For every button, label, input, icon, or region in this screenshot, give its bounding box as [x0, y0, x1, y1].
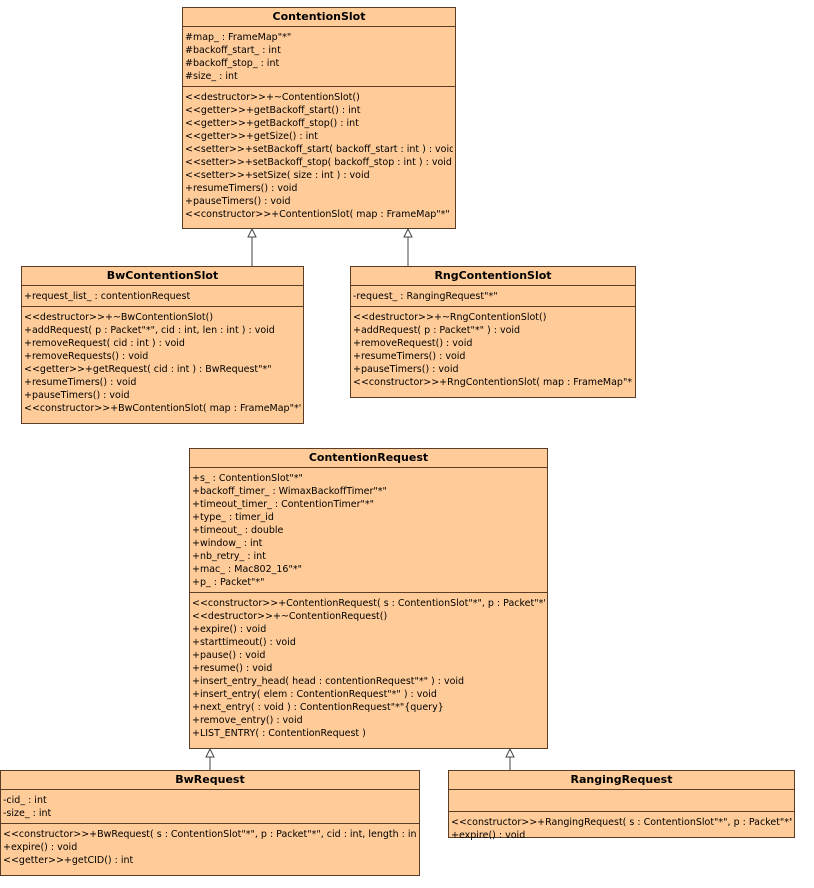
method-line: <<destructor>>+~RngContentionSlot() — [353, 312, 547, 323]
method-line: +expire() : void — [451, 830, 526, 841]
attribute-line: +backoff_timer_ : WimaxBackoffTimer"*" — [192, 486, 387, 497]
method-line: <<constructor>>+ContentionSlot( map : Fr… — [185, 209, 453, 220]
attributes-section: -cid_ : int -size_ : int — [1, 789, 419, 823]
arrowhead-contentionslot-left — [247, 227, 257, 238]
methods-section: <<destructor>>+~BwContentionSlot() +addRe… — [22, 306, 303, 418]
attribute-line: +timeout_ : double — [192, 525, 284, 536]
attribute-line: +timeout_timer_ : ContentionTimer"*" — [192, 499, 374, 510]
attribute-line: +p_ : Packet"*" — [192, 577, 265, 588]
class-name: ContentionSlot — [272, 10, 366, 23]
method-line: +pauseTimers() : void — [353, 364, 459, 375]
attribute-line: #size_ : int — [185, 71, 238, 82]
method-line: +expire() : void — [3, 842, 78, 853]
method-line: +removeRequest( cid : int ) : void — [24, 338, 185, 349]
class-name: RangingRequest — [570, 773, 673, 786]
method-line: +addRequest( p : Packet"*", cid : int, l… — [24, 325, 275, 336]
method-line: +removeRequest() : void — [353, 338, 473, 349]
attribute-line: +mac_ : Mac802_16"*" — [192, 564, 302, 575]
method-line: <<constructor>>+RngContentionSlot( map :… — [353, 377, 633, 388]
method-line: +removeRequests() : void — [24, 351, 149, 362]
attribute-line: #map_ : FrameMap"*" — [185, 32, 292, 43]
method-line: +resumeTimers() : void — [185, 183, 298, 194]
methods-section: <<destructor>>+~RngContentionSlot() +addR… — [351, 306, 635, 392]
methods-section: <<constructor>>+BwRequest( s : Contentio… — [1, 823, 419, 870]
method-line: <<destructor>>+~ContentionRequest() — [192, 611, 388, 622]
methods-section: <<constructor>>+RangingRequest( s : Cont… — [449, 811, 794, 845]
method-line: <<constructor>>+BwContentionSlot( map : … — [24, 403, 301, 414]
method-line: +insert_entry( elem : ContentionRequest"… — [192, 689, 437, 700]
class-contention-slot: ContentionSlot #map_ : FrameMap"*" #backo… — [182, 7, 456, 229]
method-line: <<destructor>>+~BwContentionSlot() — [24, 312, 214, 323]
attributes-section: #map_ : FrameMap"*" #backoff_start_ : int… — [183, 26, 455, 86]
method-line: +resumeTimers() : void — [24, 377, 137, 388]
attribute-line: +nb_retry_ : int — [192, 551, 266, 562]
method-line: <<getter>>+getCID() : int — [3, 855, 134, 866]
method-line: +remove_entry() : void — [192, 715, 303, 726]
attribute-line: -size_ : int — [3, 808, 52, 819]
class-rng-contention-slot: RngContentionSlot -request_ : RangingReq… — [350, 266, 636, 398]
method-line: +resume() : void — [192, 663, 273, 674]
method-line: <<destructor>>+~ContentionSlot() — [185, 92, 360, 103]
attributes-section: -request_ : RangingRequest"*" — [351, 285, 635, 306]
method-line: <<constructor>>+BwRequest( s : Contentio… — [3, 829, 417, 840]
methods-section: <<destructor>>+~ContentionSlot() <<getter… — [183, 86, 455, 224]
method-line: <<constructor>>+ContentionRequest( s : C… — [192, 598, 545, 609]
arrowhead-contentionslot-right — [403, 227, 413, 238]
attribute-line: -request_ : RangingRequest"*" — [353, 291, 498, 302]
attribute-line: -cid_ : int — [3, 795, 47, 806]
method-line: +LIST_ENTRY( : ContentionRequest ) — [192, 728, 366, 739]
method-line: <<getter>>+getRequest( cid : int ) : BwR… — [24, 364, 272, 375]
method-line: +starttimeout() : void — [192, 637, 296, 648]
class-bw-request: BwRequest -cid_ : int -size_ : int <<cons… — [0, 770, 420, 876]
method-line: <<getter>>+getBackoff_stop() : int — [185, 118, 359, 129]
attribute-line: +s_ : ContentionSlot"*" — [192, 473, 303, 484]
attribute-line: #backoff_start_ : int — [185, 45, 281, 56]
method-line: <<setter>>+setBackoff_start( backoff_sta… — [185, 144, 453, 155]
class-bw-contention-slot: BwContentionSlot +request_list_ : conten… — [21, 266, 304, 424]
class-name: RngContentionSlot — [434, 269, 552, 282]
attribute-line: +window_ : int — [192, 538, 263, 549]
method-line: <<getter>>+getSize() : int — [185, 131, 319, 142]
method-line: +next_entry( : void ) : ContentionReques… — [192, 702, 444, 713]
class-name: BwRequest — [175, 773, 245, 786]
arrowhead-contentionrequest-left — [205, 747, 215, 758]
attribute-line: #backoff_stop_ : int — [185, 58, 280, 69]
class-ranging-request: RangingRequest <<constructor>>+RangingRe… — [448, 770, 795, 841]
method-line: <<setter>>+setSize( size : int ) : void — [185, 170, 370, 181]
attributes-section: +request_list_ : contentionRequest — [22, 285, 303, 306]
methods-section: <<constructor>>+ContentionRequest( s : C… — [190, 592, 547, 743]
class-contention-request: ContentionRequest +s_ : ContentionSlot"*… — [189, 448, 548, 749]
attributes-section: +s_ : ContentionSlot"*" +backoff_timer_ :… — [190, 467, 547, 592]
attributes-section — [449, 789, 794, 811]
attribute-line: +type_ : timer_id — [192, 512, 274, 523]
arrowhead-contentionrequest-right — [505, 747, 515, 758]
method-line: +resumeTimers() : void — [353, 351, 466, 362]
method-line: +pauseTimers() : void — [185, 196, 291, 207]
method-line: +pauseTimers() : void — [24, 390, 130, 401]
method-line: <<constructor>>+RangingRequest( s : Cont… — [451, 817, 792, 828]
method-line: <<getter>>+getBackoff_start() : int — [185, 105, 361, 116]
attribute-line: +request_list_ : contentionRequest — [24, 291, 191, 302]
class-name: BwContentionSlot — [106, 269, 219, 282]
class-name: ContentionRequest — [308, 451, 429, 464]
method-line: +pause() : void — [192, 650, 266, 661]
method-line: +insert_entry_head( head : contentionReq… — [192, 676, 465, 687]
method-line: +addRequest( p : Packet"*" ) : void — [353, 325, 521, 336]
method-line: +expire() : void — [192, 624, 267, 635]
method-line: <<setter>>+setBackoff_stop( backoff_stop… — [185, 157, 452, 168]
